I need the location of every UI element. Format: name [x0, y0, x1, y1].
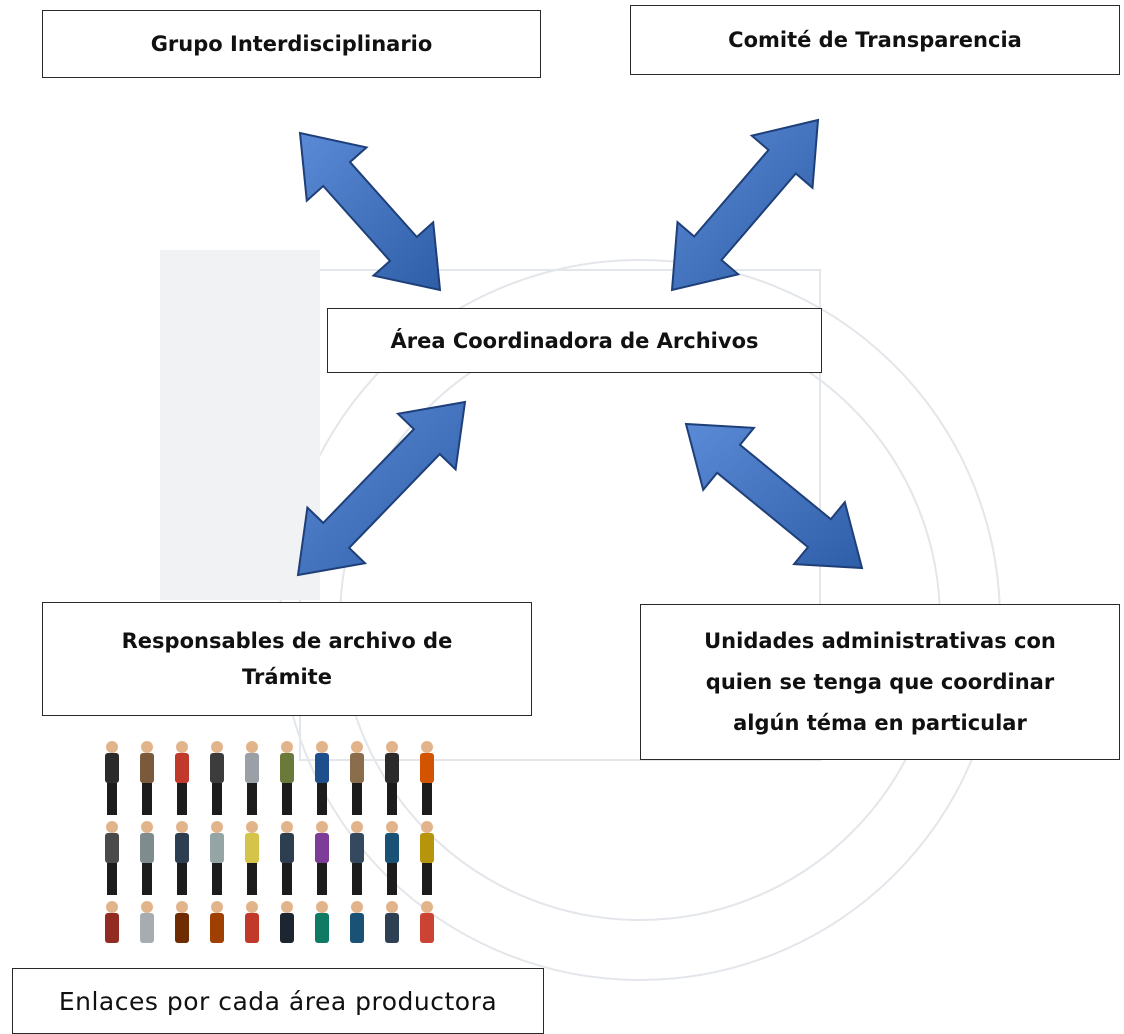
- node-label-line: quien se tenga que coordinar: [705, 669, 1055, 694]
- node-label: Enlaces por cada área productora: [58, 986, 498, 1016]
- node-label-line: Trámite: [242, 665, 332, 689]
- person-figure: [175, 741, 189, 815]
- node-responsables-tramite: Responsables de archivo de Trámite: [42, 602, 532, 716]
- node-area-coordinadora: Área Coordinadora de Archivos: [327, 308, 822, 373]
- arrow-comite-area: [670, 118, 820, 292]
- node-grupo-interdisciplinario: Grupo Interdisciplinario: [42, 10, 541, 78]
- person-figure: [350, 821, 364, 895]
- person-figure: [175, 821, 189, 895]
- person-figure: [140, 901, 154, 943]
- node-label-line: Unidades administrativas con: [704, 628, 1056, 653]
- person-figure: [280, 901, 294, 943]
- node-label-line: Responsables de archivo de: [121, 629, 453, 653]
- person-figure: [315, 821, 329, 895]
- person-figure: [245, 821, 259, 895]
- person-figure: [140, 821, 154, 895]
- person-figure: [420, 741, 434, 815]
- node-label-line: algún téma en particular: [733, 710, 1027, 735]
- node-label: Grupo Interdisciplinario: [150, 32, 433, 56]
- person-figure: [280, 741, 294, 815]
- person-figure: [210, 821, 224, 895]
- person-figure: [105, 821, 119, 895]
- person-figure: [315, 901, 329, 943]
- person-figure: [105, 741, 119, 815]
- person-figure: [140, 741, 154, 815]
- person-figure: [385, 741, 399, 815]
- person-figure: [105, 901, 119, 943]
- person-figure: [315, 741, 329, 815]
- person-figure: [350, 901, 364, 943]
- person-figure: [175, 901, 189, 943]
- node-label: Comité de Transparencia: [728, 28, 1022, 52]
- person-figure: [280, 821, 294, 895]
- people-group-icon: [105, 741, 434, 943]
- node-unidades-administrativas: Unidades administrativas con quien se te…: [640, 604, 1120, 760]
- person-figure: [385, 821, 399, 895]
- node-comite-de-transparencia: Comité de Transparencia: [630, 5, 1120, 75]
- arrow-area-responsables: [296, 400, 467, 577]
- person-figure: [350, 741, 364, 815]
- person-figure: [210, 741, 224, 815]
- arrow-grupo-area: [298, 131, 442, 292]
- person-figure: [210, 901, 224, 943]
- person-figure: [245, 741, 259, 815]
- arrow-area-unidades: [684, 422, 864, 570]
- person-figure: [385, 901, 399, 943]
- node-label: Área Coordinadora de Archivos: [390, 328, 759, 353]
- person-figure: [420, 821, 434, 895]
- node-enlaces: Enlaces por cada área productora: [12, 968, 544, 1034]
- person-figure: [420, 901, 434, 943]
- person-figure: [245, 901, 259, 943]
